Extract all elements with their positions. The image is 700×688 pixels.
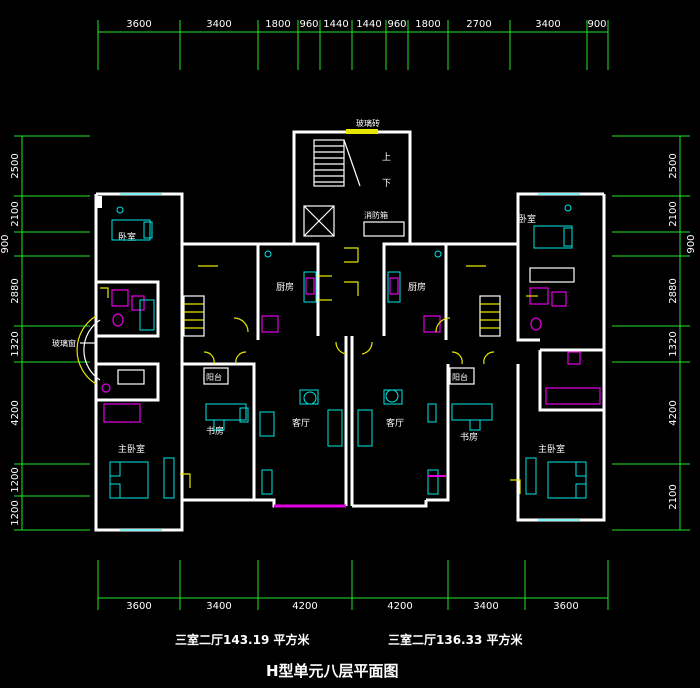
left-dim-8: 1200 [10, 500, 21, 525]
left-dim-1: 2500 [10, 153, 21, 178]
left-study-label: 书房 [206, 425, 224, 437]
right-unit: 卧室 主卧室 厨房 书房 [335, 192, 606, 522]
bottom-dim-4: 4200 [387, 601, 412, 612]
elevator-shaft [303, 205, 335, 237]
top-dim-11: 900 [587, 19, 606, 30]
glass-brick-label: 玻璃砖 [356, 118, 380, 128]
svg-text:阳台: 阳台 [452, 372, 468, 382]
bottom-dimension-chain: 3600 3400 4200 4200 3400 3600 [97, 560, 609, 612]
top-dim-1: 3600 [126, 19, 151, 30]
bottom-dim-1: 3600 [126, 601, 151, 612]
bottom-dim-6: 3600 [553, 601, 578, 612]
left-dimension-chain: 2500 2100 900 2880 1320 4200 1200 1200 [0, 135, 90, 531]
bay-window [76, 315, 97, 385]
right-kitchen-label: 厨房 [408, 281, 426, 293]
left-dim-7: 1200 [10, 467, 21, 492]
left-master-bedroom-label: 主卧室 [118, 443, 145, 455]
left-living-room-label: 客厅 [292, 417, 310, 429]
right-study-label: 书房 [460, 431, 478, 443]
left-dim-3: 900 [0, 234, 11, 253]
right-dim-3: 900 [686, 234, 697, 253]
drawing-title: H型单元八层平面图 [266, 662, 399, 680]
top-dim-10: 3400 [535, 19, 560, 30]
left-dim-2: 2100 [10, 201, 21, 226]
stair-core: 上 下 玻璃砖 消防箱 [292, 118, 412, 296]
right-dimension-chain: 2500 2100 900 2880 1320 4200 2100 [612, 135, 697, 531]
top-dim-5: 1440 [323, 19, 348, 30]
bay-window-label: 玻璃窗 [52, 338, 76, 348]
left-dim-6: 4200 [10, 400, 21, 425]
top-dim-6: 1440 [356, 19, 381, 30]
right-master-bedroom-label: 主卧室 [538, 443, 565, 455]
svg-text:阳台: 阳台 [206, 372, 222, 382]
bottom-dim-3: 4200 [292, 601, 317, 612]
top-dim-4: 960 [299, 19, 318, 30]
left-kitchen-label: 厨房 [276, 281, 294, 293]
right-dim-1: 2500 [668, 153, 679, 178]
stair-down-label: 下 [382, 179, 391, 189]
right-living-room-label: 客厅 [386, 417, 404, 429]
top-dim-2: 3400 [206, 19, 231, 30]
stair-up-label: 上 [382, 152, 391, 163]
left-unit: 玻璃窗 卧室 主卧室 厨房 [52, 192, 348, 532]
fire-hydrant-label: 消防箱 [364, 210, 388, 220]
glass-brick-strip [346, 129, 378, 134]
left-unit-area: 三室二厅143.19 平方米 [175, 632, 310, 647]
left-dim-4: 2880 [10, 278, 21, 303]
bottom-dim-2: 3400 [206, 601, 231, 612]
right-dim-7: 2100 [668, 484, 679, 509]
right-dim-2: 2100 [668, 201, 679, 226]
right-dim-4: 2880 [668, 278, 679, 303]
bottom-dim-5: 3400 [473, 601, 498, 612]
right-bedroom-label: 卧室 [518, 213, 536, 225]
top-dim-8: 1800 [415, 19, 440, 30]
top-dim-3: 1800 [265, 19, 290, 30]
top-dim-7: 960 [387, 19, 406, 30]
fire-hydrant-box [363, 221, 405, 237]
right-dim-6: 4200 [668, 400, 679, 425]
left-dim-5: 1320 [10, 331, 21, 356]
left-bedroom-label: 卧室 [118, 231, 136, 243]
right-dim-5: 1320 [668, 331, 679, 356]
top-dimension-chain: 3600 3400 1800 960 1440 1440 960 1800 27… [97, 19, 609, 70]
top-dim-9: 2700 [466, 19, 491, 30]
right-unit-area: 三室二厅136.33 平方米 [388, 632, 523, 647]
